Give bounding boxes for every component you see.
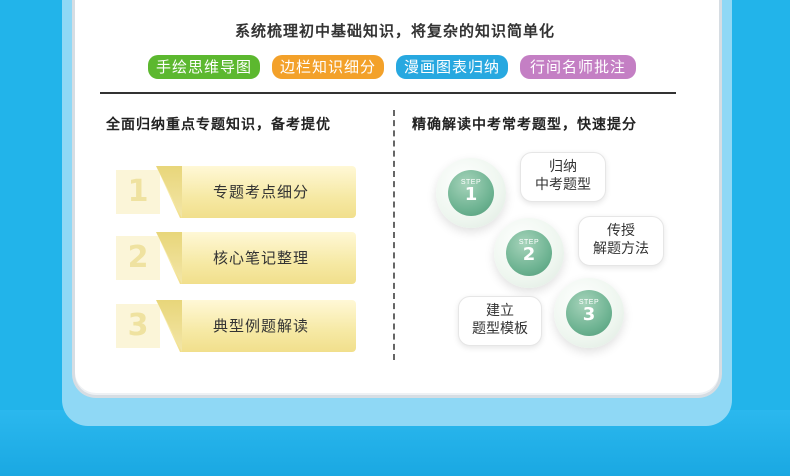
section-divider [100, 92, 676, 94]
step-2-word: STEP [518, 239, 540, 246]
step-2-circle: STEP 2 [494, 218, 564, 288]
tag-comics: 漫画图表归纳 [396, 55, 508, 79]
tag-mind-map: 手绘思维导图 [148, 55, 260, 79]
step-2-line2: 解题方法 [593, 241, 649, 257]
left-column-title: 全面归纳重点专题知识，备考提优 [106, 117, 331, 133]
step-1-circle: STEP 1 [436, 158, 506, 228]
step-1-line2: 中考题型 [535, 177, 591, 193]
step-2-badge: STEP 2 [506, 230, 552, 276]
item-ribbon [156, 166, 356, 218]
item-ribbon [156, 232, 356, 284]
step-3-circle: STEP 3 [554, 278, 624, 348]
tag-annotations: 行间名师批注 [520, 55, 636, 79]
item-ribbon [156, 300, 356, 352]
step-1-word: STEP [460, 179, 482, 186]
item-number: 2 [116, 236, 160, 280]
headline: 系统梳理初中基础知识，将复杂的知识简单化 [234, 22, 555, 40]
tag-sidebar: 边栏知识细分 [272, 55, 384, 79]
step-3-bubble: 建立 题型模板 [458, 296, 542, 346]
item-label: 核心笔记整理 [212, 249, 309, 267]
item-label: 专题考点细分 [212, 183, 309, 201]
step-3-badge: STEP 3 [566, 290, 612, 336]
step-3-line2: 题型模板 [472, 321, 528, 337]
item-label: 典型例题解读 [212, 317, 309, 335]
topic-item-1: 1 专题考点细分 [116, 166, 356, 218]
feature-tags: 手绘思维导图 边栏知识细分 漫画图表归纳 行间名师批注 [0, 55, 790, 79]
topic-item-2: 2 核心笔记整理 [116, 232, 356, 284]
topic-item-3: 3 典型例题解读 [116, 300, 356, 352]
step-2-number: 2 [522, 244, 536, 265]
step-3-line1: 建立 [486, 303, 514, 319]
step-3-word: STEP [578, 299, 600, 306]
step-2-line1: 传授 [607, 223, 635, 239]
step-2-bubble: 传授 解题方法 [578, 216, 664, 266]
step-1-number: 1 [464, 184, 478, 205]
item-number: 3 [116, 304, 160, 348]
item-number: 1 [116, 170, 160, 214]
column-divider [393, 110, 395, 360]
step-1-line1: 归纳 [549, 159, 577, 175]
step-1-badge: STEP 1 [448, 170, 494, 216]
step-1-bubble: 归纳 中考题型 [520, 152, 606, 202]
right-column-title: 精确解读中考常考题型，快速提分 [412, 117, 637, 133]
step-3-number: 3 [582, 304, 596, 325]
